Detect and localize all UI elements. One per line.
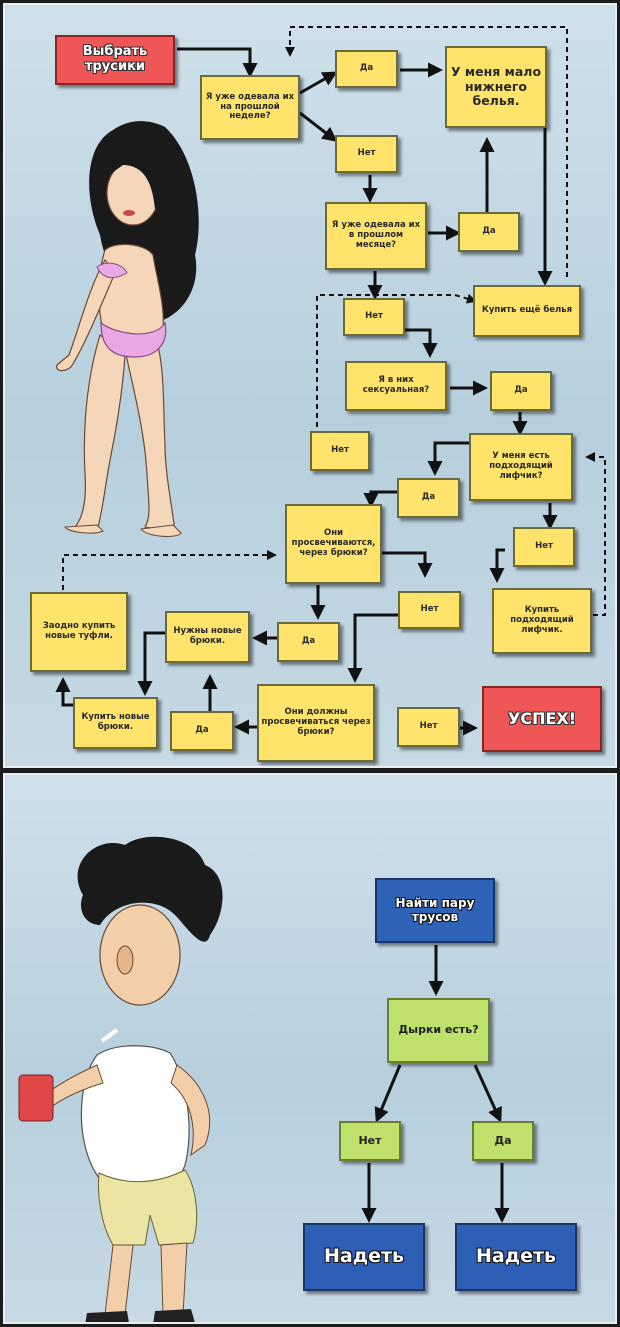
question-any-holes: Дырки есть? (387, 998, 490, 1063)
box-buy-more-underwear: Купить ещё белья (473, 285, 581, 337)
label-no-1: Нет (335, 135, 398, 173)
label-no-6: Нет (397, 707, 460, 747)
panel-woman-flowchart: Выбрать трусики Я уже одевала их на прош… (3, 3, 617, 768)
man-illustration (18, 836, 223, 1322)
label-yes-3: Да (490, 371, 552, 411)
label-no-3: Нет (310, 431, 370, 471)
woman-illustration (56, 121, 199, 537)
box-success: УСПЕХ! (482, 686, 602, 752)
label-yes-5: Да (277, 622, 340, 662)
box-few-underwear: У меня мало нижнего белья. (445, 46, 547, 128)
question-show-through-pants: Они просвечиваются, через брюки? (285, 504, 382, 584)
label-no-2: Нет (343, 298, 405, 336)
panel-man-flowchart: Найти пару трусов Дырки есть? Нет Да Над… (3, 773, 617, 1324)
label-yes-6: Да (170, 711, 234, 751)
question-worn-last-week: Я уже одевала их на прошлой неделе? (200, 75, 300, 140)
label-yes-2: Да (458, 212, 520, 252)
flowchart-arrows-bottom (361, 945, 510, 1223)
box-buy-matching-bra: Купить подходящий лифчик. (492, 588, 592, 654)
box-wear-left: Надеть (303, 1223, 425, 1291)
box-buy-new-shoes: Заодно купить новые туфли. (30, 592, 128, 672)
box-wear-right: Надеть (455, 1223, 577, 1291)
question-have-matching-bra: У меня есть подходящий лифчик? (469, 433, 573, 501)
start-choose-panties: Выбрать трусики (55, 35, 175, 85)
label-no-4: Нет (513, 527, 575, 567)
question-should-show-through: Они должны просвечиваться через брюки? (257, 684, 375, 762)
question-worn-last-month: Я уже одевала их в прошлом месяце? (325, 202, 427, 270)
question-am-i-sexy: Я в них сексуальная? (345, 361, 447, 411)
box-buy-new-pants: Купить новые брюки. (73, 697, 158, 749)
label-yes-1: Да (335, 50, 398, 88)
label-yes: Да (472, 1121, 534, 1161)
label-no: Нет (339, 1121, 401, 1161)
label-no-5: Нет (398, 591, 461, 629)
box-need-new-pants: Нужны новые брюки. (165, 611, 250, 663)
box-find-pair-of-underpants: Найти пару трусов (375, 878, 495, 943)
label-yes-4: Да (397, 478, 460, 518)
